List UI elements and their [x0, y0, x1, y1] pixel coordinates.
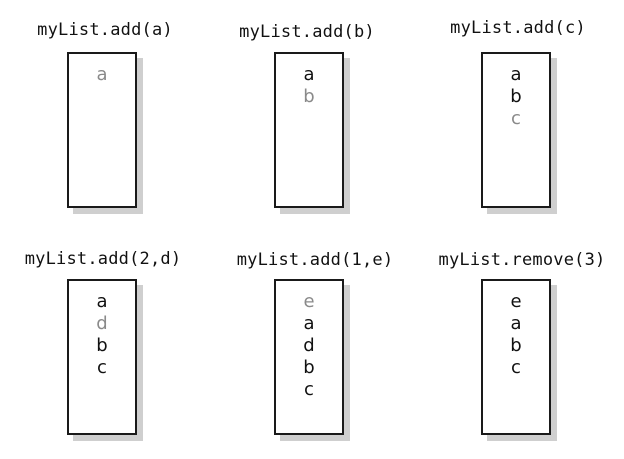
list-element: c — [511, 357, 521, 378]
list-element: e — [303, 291, 315, 312]
operation-caption: myList.add(2,d) — [24, 249, 182, 269]
list-element: b — [510, 86, 522, 107]
list-element: c — [511, 108, 521, 129]
list-element: a — [96, 64, 108, 85]
list-container: a — [67, 52, 137, 208]
list-element: b — [510, 335, 522, 356]
list-element: b — [303, 86, 315, 107]
list-element: d — [303, 335, 315, 356]
list-element: a — [303, 313, 315, 334]
list-element: a — [303, 64, 315, 85]
list-element: a — [510, 313, 522, 334]
operation-caption: myList.add(c) — [450, 18, 586, 38]
list-element: d — [96, 313, 108, 334]
list-box: a — [67, 52, 143, 214]
operation-caption: myList.remove(3) — [438, 250, 606, 270]
list-element: c — [304, 379, 314, 400]
list-element: b — [96, 335, 108, 356]
list-element: a — [96, 291, 108, 312]
operation-caption: myList.add(a) — [37, 20, 173, 40]
list-element: a — [510, 64, 522, 85]
list-items: a — [69, 64, 135, 86]
list-element: c — [97, 357, 107, 378]
list-element: b — [303, 357, 315, 378]
operation-caption: myList.add(1,e) — [236, 250, 394, 270]
list-element: e — [510, 291, 522, 312]
operation-caption: myList.add(b) — [239, 22, 375, 42]
